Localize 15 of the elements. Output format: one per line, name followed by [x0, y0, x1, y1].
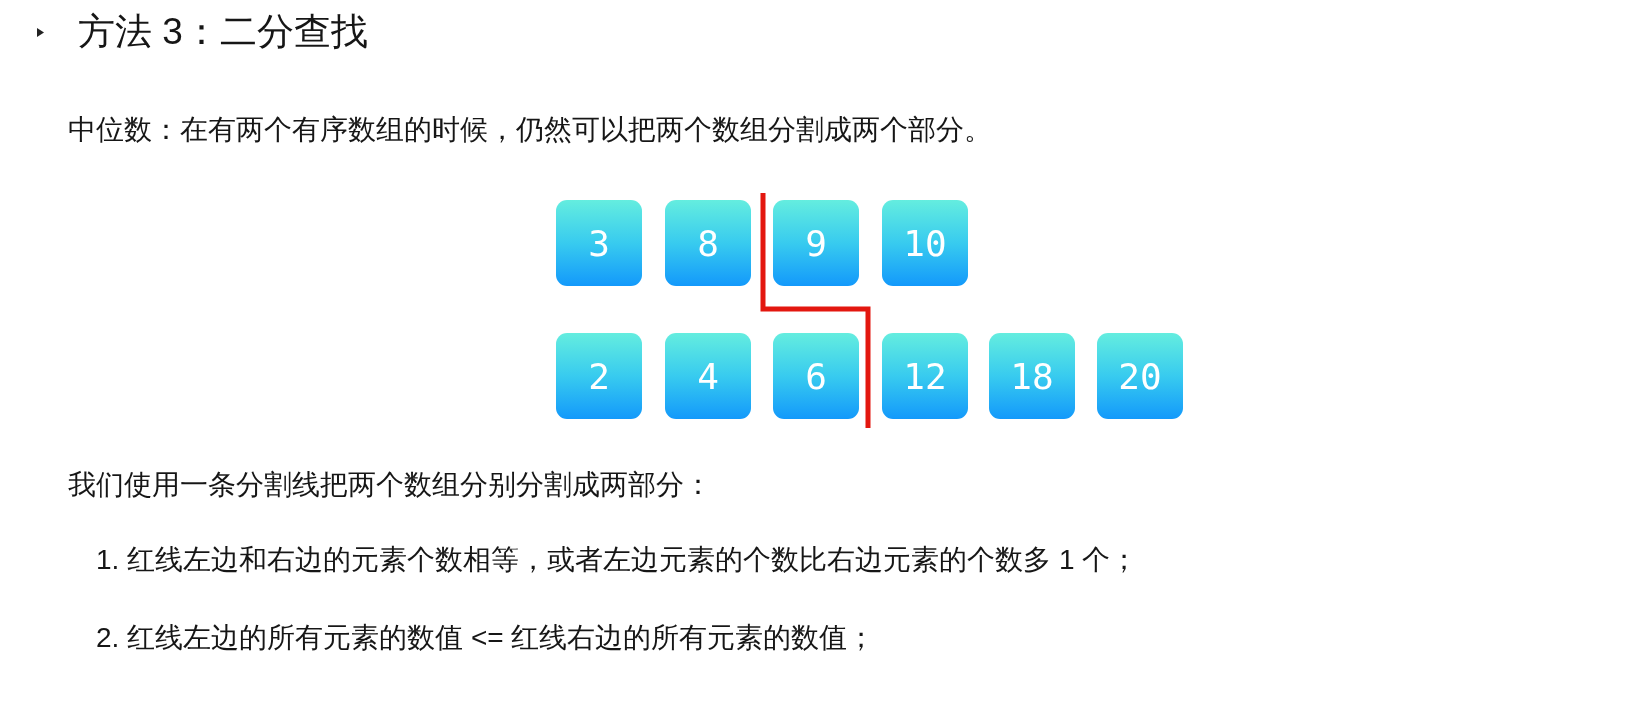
title: 方法 3：二分查找	[78, 10, 368, 54]
list-item: 2. 红线左边的所有元素的数值 <= 红线右边的所有元素的数值；	[96, 621, 876, 655]
array-element: 4	[665, 333, 751, 419]
array-element: 3	[556, 200, 642, 286]
body-text: 我们使用一条分割线把两个数组分别分割成两部分：	[68, 468, 712, 502]
array-element: 8	[665, 200, 751, 286]
array-element: 20	[1097, 333, 1183, 419]
array-element: 10	[882, 200, 968, 286]
body-text: 中位数：在有两个有序数组的时候，仍然可以把两个数组分割成两个部分。	[68, 113, 992, 147]
list-item: 1. 红线左边和右边的元素个数相等，或者左边元素的个数比右边元素的个数多 1 个；	[96, 543, 1139, 577]
array-element: 6	[773, 333, 859, 419]
array-element: 9	[773, 200, 859, 286]
array-element: 18	[989, 333, 1075, 419]
array-element: 12	[882, 333, 968, 419]
array-element: 2	[556, 333, 642, 419]
